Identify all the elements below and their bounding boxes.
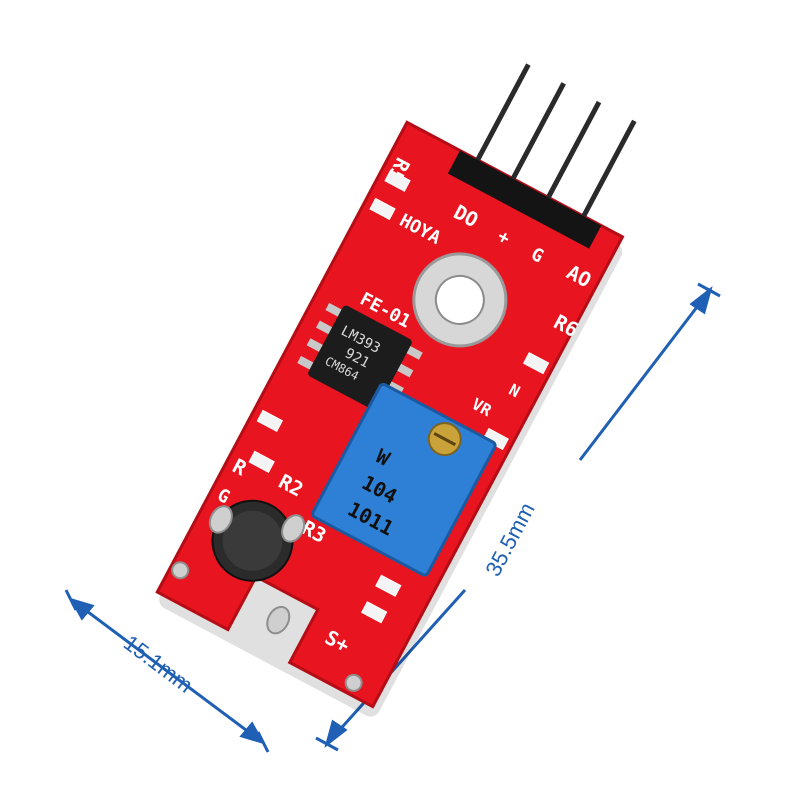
length-label: 35.5mm (480, 498, 539, 580)
width-label: 15.1mm (119, 630, 198, 698)
sensor-board: R5 DO + G AO R6 HOYA FE-01 N VR (155, 63, 637, 717)
potentiometer: W 104 1011 (311, 382, 497, 577)
header-pins (475, 63, 637, 218)
length-dimension (315, 282, 721, 752)
width-dimension (64, 589, 270, 753)
smd-resistors (248, 169, 550, 624)
solder-pads (171, 505, 363, 692)
pin-header (447, 150, 602, 249)
